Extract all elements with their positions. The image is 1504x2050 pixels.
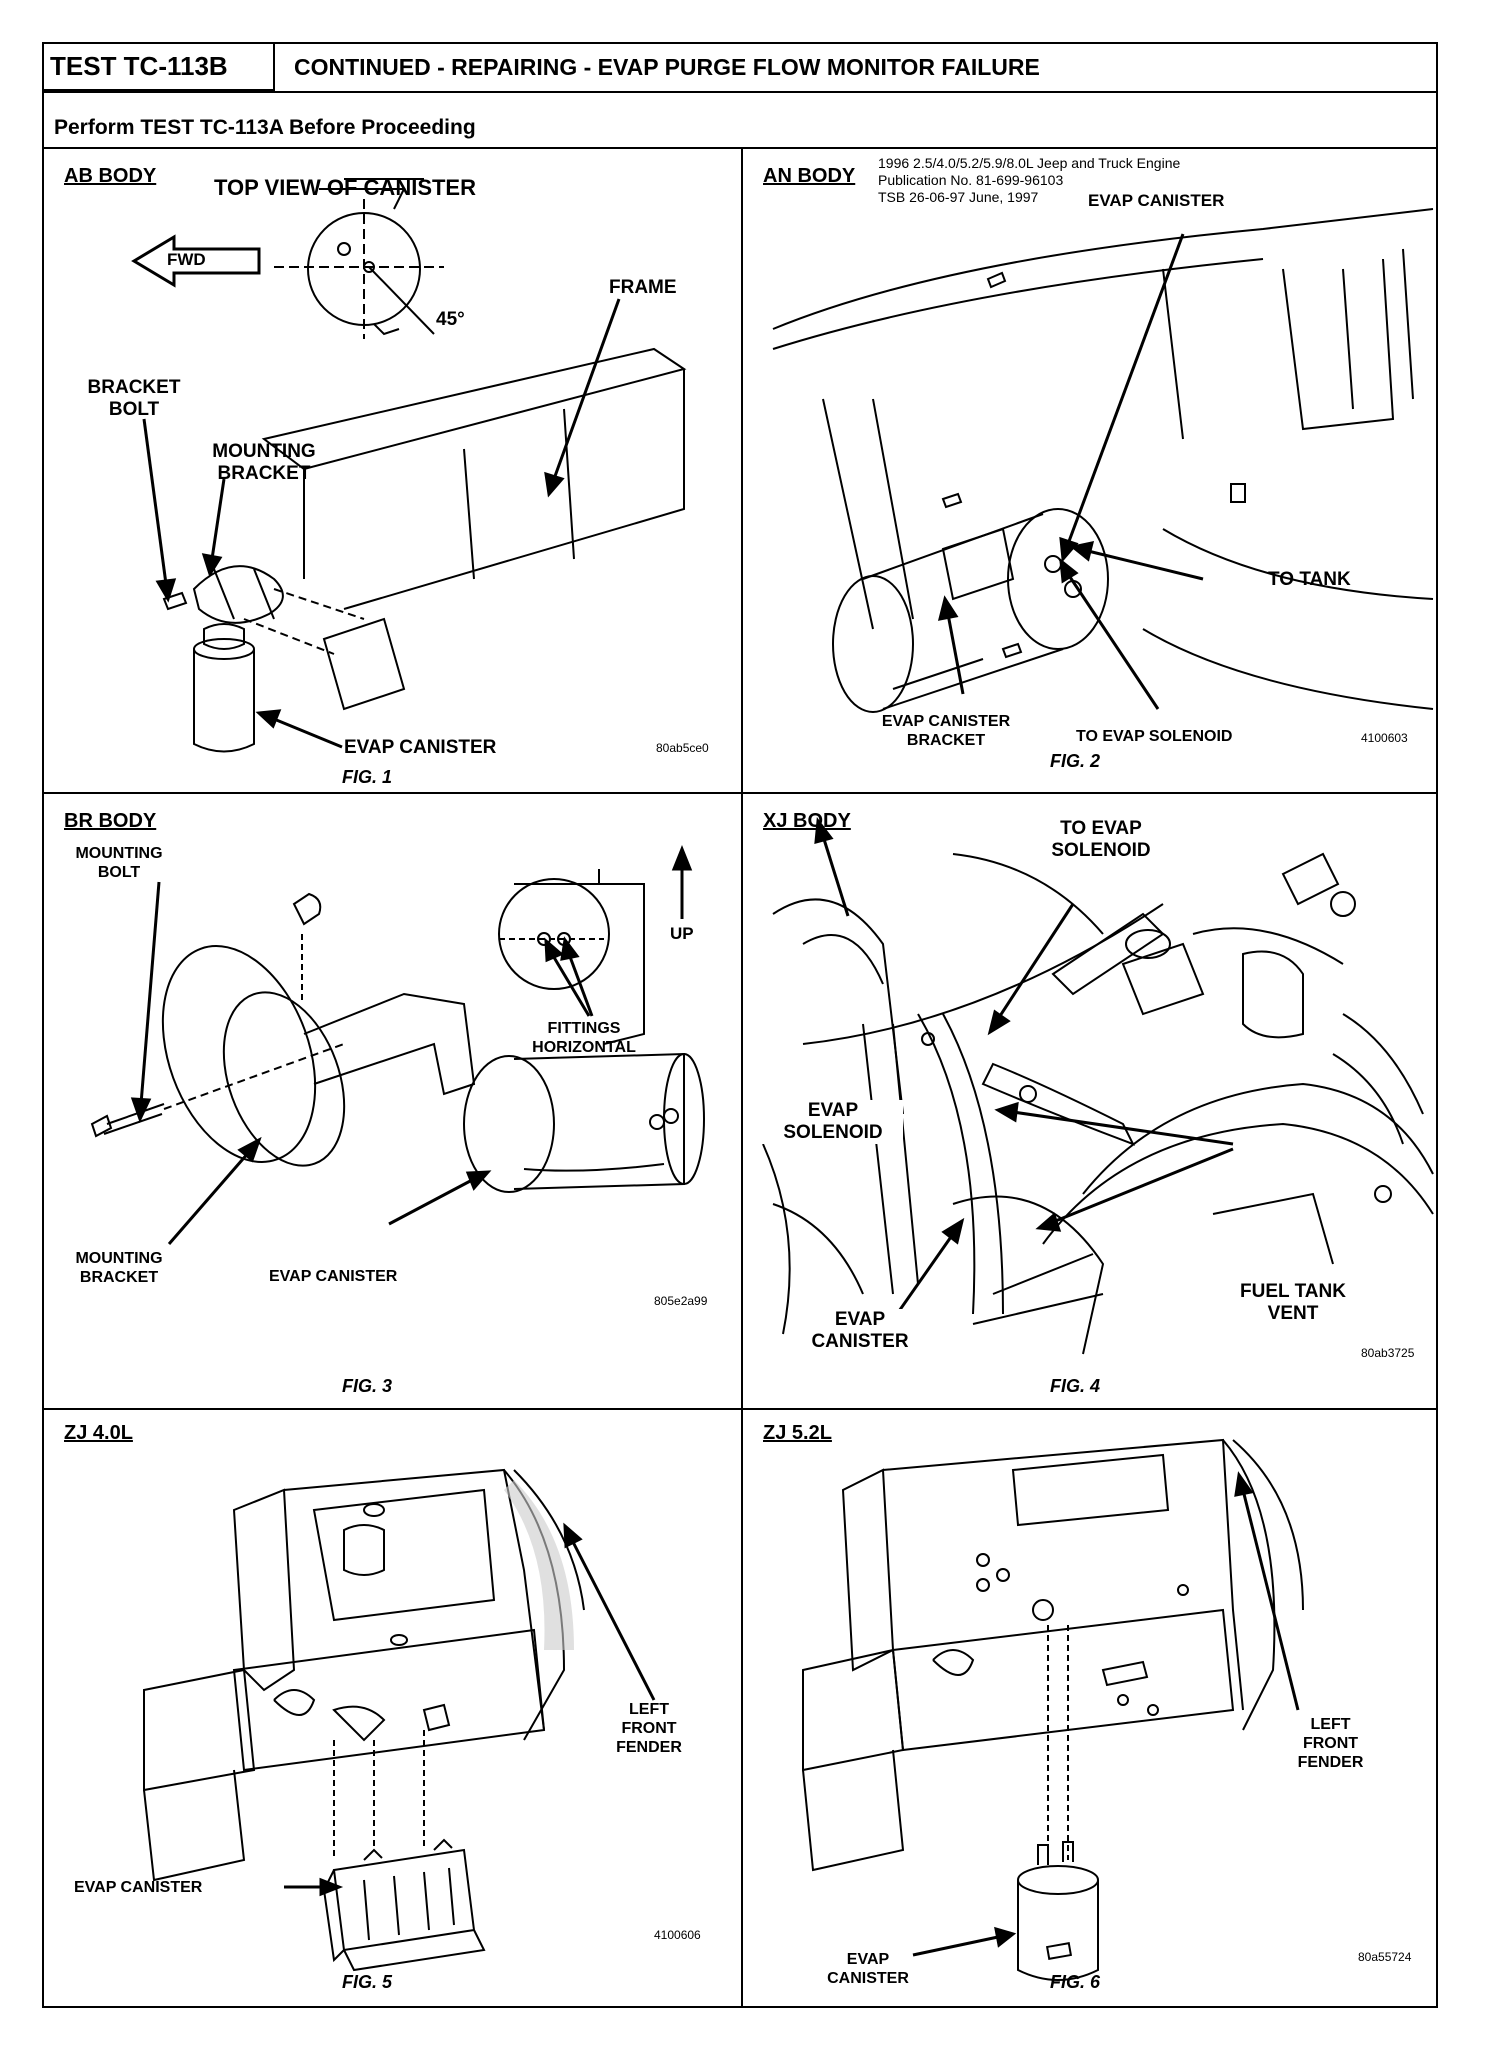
fig4-canister-line1: EVAP bbox=[834, 1309, 886, 1330]
figure-2-panel: AN BODY 1996 2.5/4.0/5.2/5.9/8.0L Jeep a… bbox=[743, 149, 1438, 792]
fig6-code: 80a55724 bbox=[1358, 1950, 1412, 1964]
fig1-bracket-bolt-label: BRACKET BOLT bbox=[64, 377, 204, 421]
fig1-view-label: TOP VIEW OF CANISTER bbox=[214, 175, 476, 200]
fig3-fittings-line2: HORIZONTAL bbox=[532, 1039, 636, 1056]
fig1-bracket-bolt-line2: BOLT bbox=[108, 399, 160, 420]
fig4-solenoid-line1: EVAP bbox=[807, 1100, 859, 1121]
subheading: Perform TEST TC-113A Before Proceeding bbox=[54, 116, 476, 139]
fig4-vent-line1: FUEL TANK bbox=[1240, 1281, 1346, 1302]
fig3-evap-canister-label: EVAP CANISTER bbox=[269, 1268, 398, 1285]
fig5-fender-label: LEFT FRONT FENDER bbox=[604, 1700, 694, 1757]
fig2-caption: FIG. 2 bbox=[1050, 751, 1101, 771]
figure-5-drawing bbox=[143, 1468, 656, 1972]
fig3-fittings-line1: FITTINGS bbox=[547, 1020, 621, 1037]
fig2-bracket-line2: BRACKET bbox=[906, 732, 986, 749]
fig3-up-label: UP bbox=[670, 924, 694, 943]
fig2-pub-line1: 1996 2.5/4.0/5.2/5.9/8.0L Jeep and Truck… bbox=[878, 155, 1181, 171]
fig1-evap-canister-label: EVAP CANISTER bbox=[344, 737, 497, 758]
fig2-publication-info: 1996 2.5/4.0/5.2/5.9/8.0L Jeep and Truck… bbox=[878, 155, 1180, 206]
fig5-code: 4100606 bbox=[654, 1928, 701, 1942]
figure-4-panel: XJ BODY TO EVAP SOLENOID EVAP SOLENOID F… bbox=[743, 794, 1438, 1408]
fig5-body-label: ZJ 4.0L bbox=[64, 1422, 133, 1444]
figure-5-panel: ZJ 4.0L LEFT FRONT FENDER EVAP CANISTER … bbox=[44, 1410, 741, 2008]
fig1-frame-label: FRAME bbox=[609, 277, 677, 298]
fig1-code: 80ab5ce0 bbox=[656, 741, 709, 755]
fig5-fender-line2: FRONT bbox=[621, 1720, 677, 1737]
fig2-body-label: AN BODY bbox=[763, 165, 856, 187]
fig6-fender-label: LEFT FRONT FENDER bbox=[1283, 1715, 1378, 1772]
fig5-evap-canister-label: EVAP CANISTER bbox=[74, 1879, 203, 1896]
figure-6-drawing bbox=[802, 1438, 1304, 1981]
fig2-code: 4100603 bbox=[1361, 731, 1408, 745]
figure-3-drawing bbox=[90, 844, 705, 1245]
test-id-box: TEST TC-113B bbox=[44, 44, 275, 91]
fig6-canister-line2: CANISTER bbox=[827, 1970, 909, 1987]
fig3-mounting-bolt-line2: BOLT bbox=[97, 864, 141, 881]
fig1-mounting-bracket-line1: MOUNTING bbox=[212, 441, 316, 462]
fig4-caption: FIG. 4 bbox=[1050, 1376, 1101, 1396]
fig2-to-tank-label: TO TANK bbox=[1268, 569, 1351, 590]
fig3-body-label: BR BODY bbox=[64, 810, 157, 832]
fig1-bracket-bolt-line1: BRACKET bbox=[87, 377, 181, 398]
fig6-body-label: ZJ 5.2L bbox=[763, 1422, 832, 1444]
fig6-fender-line3: FENDER bbox=[1297, 1754, 1364, 1771]
fig3-mounting-bracket-line1: MOUNTING bbox=[75, 1250, 163, 1267]
fig3-code: 805e2a99 bbox=[654, 1294, 708, 1308]
fig6-canister-line1: EVAP bbox=[846, 1951, 890, 1968]
fig3-mounting-bolt-label: MOUNTING BOLT bbox=[64, 844, 174, 882]
fig1-fwd-label: FWD bbox=[167, 250, 206, 269]
procedure-page: TEST TC-113B CONTINUED - REPAIRING - EVA… bbox=[42, 42, 1438, 2008]
fig2-bracket-label: EVAP CANISTER BRACKET bbox=[871, 712, 1021, 750]
fig4-canister-line2: CANISTER bbox=[811, 1331, 909, 1352]
fig5-fender-shading bbox=[504, 1480, 574, 1650]
column-divider bbox=[741, 147, 743, 2008]
figure-6-panel: ZJ 5.2L LEFT FRONT FENDER EVAP CANISTER … bbox=[743, 1410, 1438, 2008]
fig6-canister-label: EVAP CANISTER bbox=[813, 1950, 923, 1988]
header-divider bbox=[44, 91, 1436, 93]
subheading-divider bbox=[44, 147, 1436, 149]
fig6-caption: FIG. 6 bbox=[1050, 1972, 1101, 1992]
figure-1-drawing bbox=[131, 178, 687, 753]
fig4-solenoid-line2: SOLENOID bbox=[783, 1122, 883, 1143]
figure-4-drawing bbox=[762, 817, 1434, 1355]
fig4-body-label: XJ BODY bbox=[763, 810, 851, 832]
fig1-mounting-bracket-line2: BRACKET bbox=[217, 463, 311, 484]
fig2-bracket-line1: EVAP CANISTER bbox=[881, 713, 1011, 730]
fig3-fittings-label: FITTINGS HORIZONTAL bbox=[514, 1019, 654, 1057]
fig2-evap-canister-label: EVAP CANISTER bbox=[1088, 191, 1225, 210]
row-divider-1 bbox=[44, 792, 1436, 794]
fig3-mounting-bracket-line2: BRACKET bbox=[79, 1269, 159, 1286]
fig1-mounting-bracket-label: MOUNTING BRACKET bbox=[179, 441, 349, 485]
fig1-caption: FIG. 1 bbox=[342, 767, 393, 787]
fig3-mounting-bracket-label: MOUNTING BRACKET bbox=[64, 1249, 174, 1287]
fig5-caption: FIG. 5 bbox=[342, 1972, 393, 1992]
fig5-fender-line1: LEFT bbox=[629, 1701, 669, 1718]
figure-1-panel: AB BODY TOP VIEW OF CANISTER FWD 45° FRA… bbox=[44, 149, 741, 792]
fig6-fender-line1: LEFT bbox=[1310, 1716, 1351, 1733]
fig5-fender-line3: FENDER bbox=[616, 1739, 682, 1756]
fig4-code: 80ab3725 bbox=[1361, 1346, 1415, 1360]
figure-2-drawing bbox=[772, 208, 1434, 713]
fig4-to-solenoid-label: TO EVAP SOLENOID bbox=[1026, 818, 1176, 862]
fig6-fender-line2: FRONT bbox=[1302, 1735, 1359, 1752]
fig4-to-solenoid-line1: TO EVAP bbox=[1060, 818, 1142, 839]
fig1-angle-label: 45° bbox=[436, 309, 465, 330]
row-divider-2 bbox=[44, 1408, 1436, 1410]
fig2-pub-line3: TSB 26-06-97 June, 1997 bbox=[878, 189, 1039, 205]
fig2-to-solenoid-label: TO EVAP SOLENOID bbox=[1076, 728, 1233, 745]
fig4-vent-label: FUEL TANK VENT bbox=[1223, 1281, 1363, 1325]
fig1-body-label: AB BODY bbox=[64, 165, 157, 187]
fig3-mounting-bolt-line1: MOUNTING bbox=[75, 845, 163, 862]
fig3-caption: FIG. 3 bbox=[342, 1376, 393, 1396]
fig4-vent-line2: VENT bbox=[1267, 1303, 1319, 1324]
figure-3-panel: BR BODY MOUNTING BOLT UP FITTINGS HORIZO… bbox=[44, 794, 741, 1408]
fig2-pub-line2: Publication No. 81-699-96103 bbox=[878, 172, 1064, 188]
test-title: CONTINUED - REPAIRING - EVAP PURGE FLOW … bbox=[294, 54, 1040, 80]
fig4-canister-label: EVAP CANISTER bbox=[795, 1309, 925, 1353]
fig4-to-solenoid-line2: SOLENOID bbox=[1051, 840, 1151, 861]
fig4-solenoid-label: EVAP SOLENOID bbox=[763, 1100, 903, 1144]
